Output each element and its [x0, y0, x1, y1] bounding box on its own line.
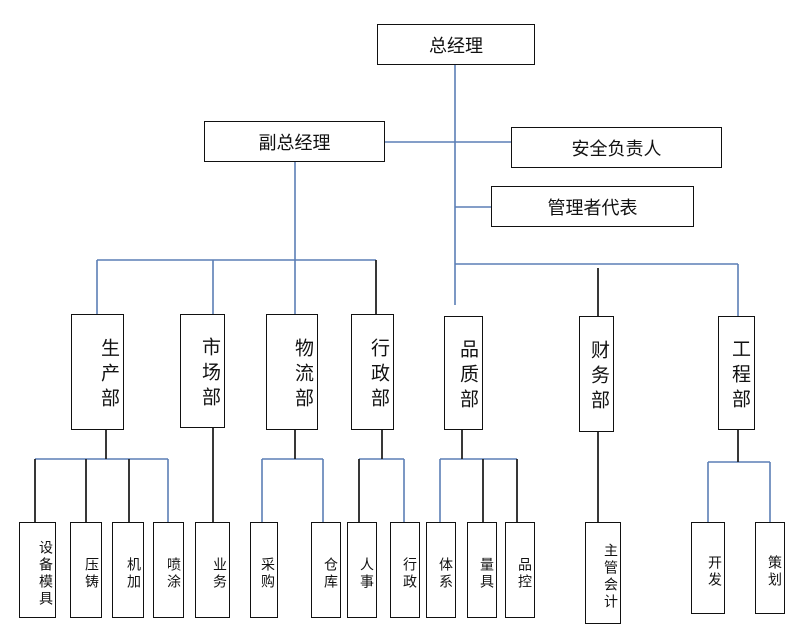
dept-engineering: 工程部	[718, 316, 755, 430]
unit-spraying: 喷涂	[153, 522, 184, 618]
dept-finance: 财务部	[579, 316, 614, 432]
general-manager-box: 总经理	[377, 24, 535, 65]
unit-measuring: 量具	[467, 522, 497, 618]
unit-equipment-mold: 设备模具	[19, 522, 56, 618]
unit-warehouse: 仓库	[311, 522, 341, 618]
dept-quality: 品质部	[444, 316, 483, 430]
unit-system: 体系	[426, 522, 456, 618]
dept-logistics: 物流部	[266, 314, 318, 430]
unit-business: 业务	[195, 522, 230, 618]
dept-market: 市场部	[180, 314, 225, 428]
unit-hr: 人事	[347, 522, 377, 618]
management-representative-box: 管理者代表	[491, 186, 694, 227]
unit-die-casting: 压铸	[70, 522, 102, 618]
unit-machining: 机加	[112, 522, 144, 618]
dept-admin: 行政部	[351, 314, 394, 430]
unit-planning: 策划	[755, 522, 785, 614]
safety-officer-box: 安全负责人	[511, 127, 722, 168]
dept-production: 生产部	[71, 314, 124, 430]
unit-development: 开发	[691, 522, 725, 614]
unit-qc: 品控	[505, 522, 535, 618]
deputy-general-manager-box: 副总经理	[204, 121, 385, 162]
unit-procurement: 采购	[250, 522, 278, 618]
unit-administration: 行政	[390, 522, 420, 618]
unit-chief-accountant: 主管会计	[585, 522, 621, 624]
